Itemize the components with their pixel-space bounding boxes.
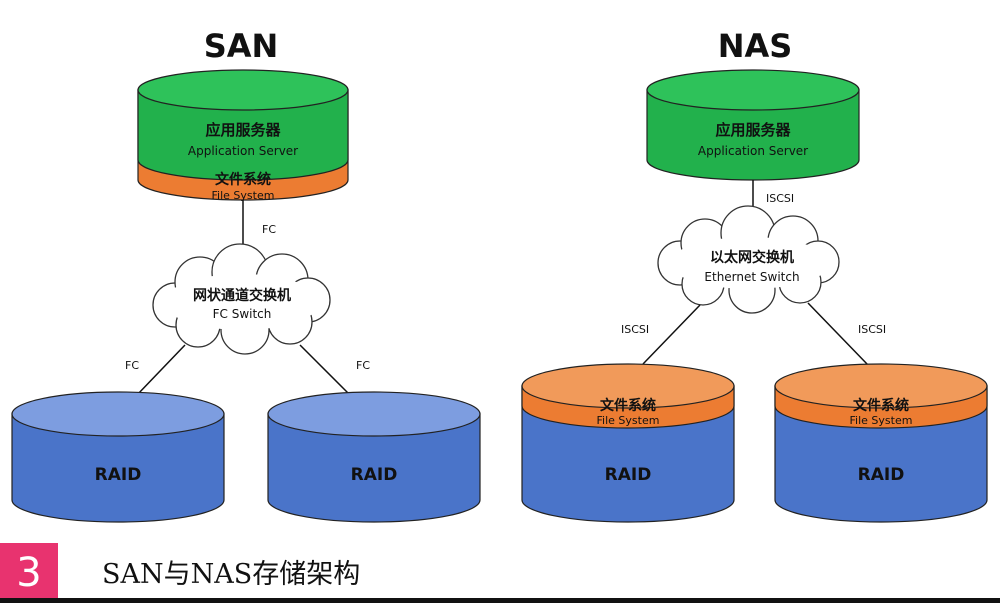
san-link-right [299,344,351,396]
san-link-top-label: FC [262,223,276,236]
san-title: SAN [204,27,279,65]
nas-raid-left-label: RAID [605,465,652,485]
nas-storage-left-cylinder [521,363,735,523]
san-server-label-zh: 应用服务器 [205,121,281,139]
nas-switch-cloud [657,205,840,314]
nas-link-right [807,302,869,366]
caption-divider [0,598,1000,603]
figure-caption: SAN与NAS存储架构 [102,559,361,590]
san-fs-label-en: File System [212,189,275,202]
nas-server-label-en: Application Server [698,144,808,158]
san-raid-right-cylinder [267,391,481,523]
san-raid-right-label: RAID [351,465,398,485]
san-raid-left-label: RAID [95,465,142,485]
san-switch-label-zh: 网状通道交换机 [193,287,291,304]
nas-link-left-label: ISCSI [621,323,649,336]
san-fs-label-zh: 文件系统 [215,171,271,188]
nas-fs-left-label-zh: 文件系统 [600,397,656,414]
architecture-diagram: SAN 应用服务器 Application Server 文件系统 File S… [11,27,988,523]
nas-link-right-label: ISCSI [858,323,886,336]
figure-number-badge: 3 [0,543,58,603]
nas-switch-label-en: Ethernet Switch [704,270,799,284]
nas-server-label-zh: 应用服务器 [715,121,791,139]
nas-fs-right-label-en: File System [850,414,913,427]
san-link-left-label: FC [125,359,139,372]
san-server-label-en: Application Server [188,144,298,158]
nas-switch-label-zh: 以太网交换机 [710,249,794,266]
nas-title: NAS [718,27,793,65]
nas-fs-left-label-en: File System [597,414,660,427]
nas-raid-right-label: RAID [858,465,905,485]
nas-server-cylinder [646,69,860,181]
san-switch-cloud [152,243,331,355]
san-raid-left-cylinder [11,391,225,523]
nas-storage-right-cylinder [774,363,988,523]
san-server-cylinder [137,69,349,201]
san-link-right-label: FC [356,359,370,372]
nas-fs-right-label-zh: 文件系统 [853,397,909,414]
nas-link-left [642,304,701,365]
nas-link-top-label: ISCSI [766,192,794,205]
san-link-left [136,344,186,396]
san-switch-label-en: FC Switch [213,307,272,321]
